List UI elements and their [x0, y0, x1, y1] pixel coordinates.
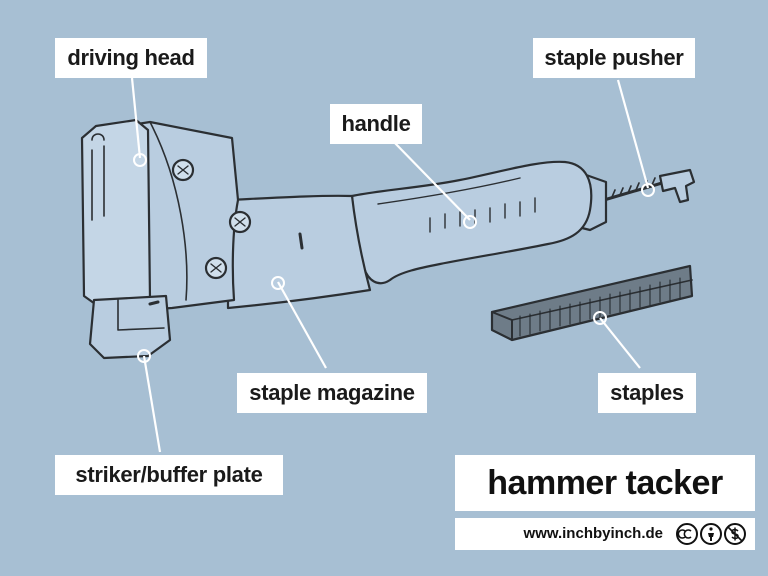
- attribution-icon: [700, 523, 722, 545]
- leader-lines: [130, 77, 650, 453]
- label-driving-head: driving head: [55, 38, 207, 78]
- staples-strip: [490, 264, 694, 342]
- diagram-title: hammer tacker: [455, 455, 755, 511]
- creative-commons-icon: [676, 523, 698, 545]
- license-icons: [676, 523, 746, 545]
- leader-endpoints: [133, 153, 655, 363]
- label-staple-pusher: staple pusher: [533, 38, 695, 78]
- label-handle: handle: [330, 104, 422, 144]
- driving-head: [80, 118, 152, 308]
- screws: [171, 158, 252, 280]
- handle-grip: [350, 160, 593, 285]
- credit-url: www.inchbyinch.de: [523, 525, 663, 542]
- label-staple-magazine: staple magazine: [237, 373, 427, 413]
- staple-pusher-rod: [602, 168, 696, 204]
- staple-magazine-body: [226, 194, 372, 310]
- striker-plate: [88, 294, 172, 360]
- noncommercial-icon: [724, 523, 746, 545]
- credit-bar: www.inchbyinch.de: [455, 518, 755, 550]
- label-striker-plate: striker/buffer plate: [55, 455, 283, 495]
- label-staples: staples: [598, 373, 696, 413]
